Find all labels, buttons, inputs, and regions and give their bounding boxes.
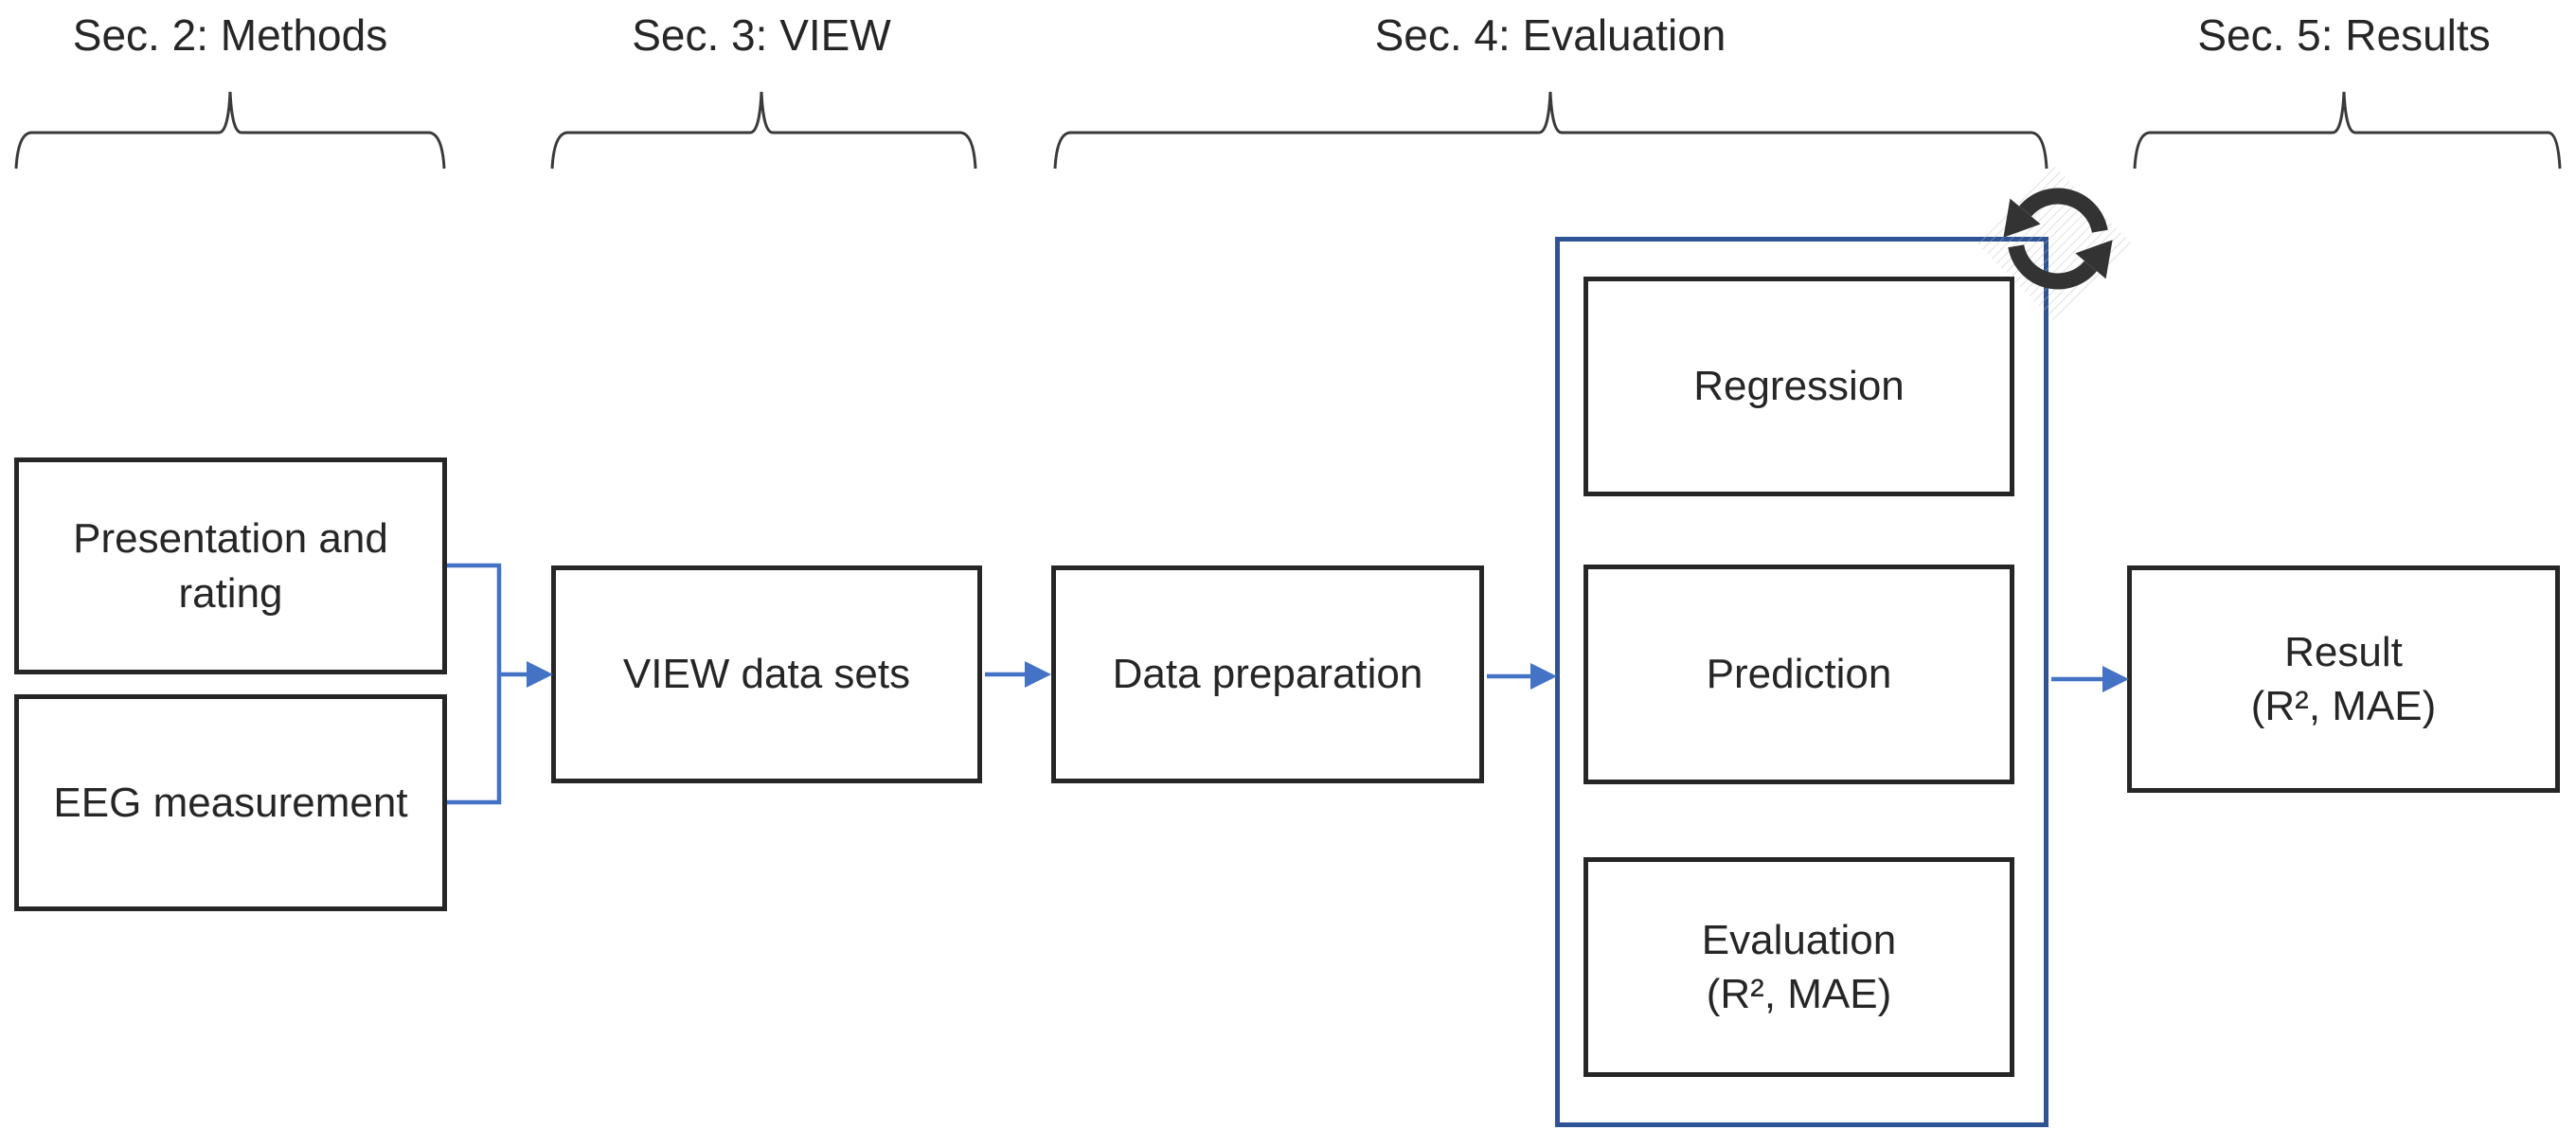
- arrow-to-data-preparation: [985, 661, 1051, 688]
- box-label: Data preparation: [1112, 651, 1423, 698]
- box-label: Regression: [1693, 363, 1905, 410]
- box-regression: Regression: [1583, 277, 2014, 496]
- brace-evaluation: [1053, 91, 2048, 170]
- box-label: Result: [2284, 628, 2403, 675]
- brace-methods: [14, 91, 446, 170]
- box-sublabel: (R², MAE): [2250, 683, 2437, 729]
- box-result: Result (R², MAE): [2127, 565, 2560, 793]
- box-eeg-measurement: EEG measurement: [14, 694, 447, 911]
- box-presentation-and-rating: Presentation and rating: [14, 457, 447, 674]
- box-evaluation: Evaluation (R², MAE): [1583, 857, 2014, 1077]
- section-label-view: Sec. 3: VIEW: [632, 10, 891, 60]
- arrow-to-view-data-sets: [499, 661, 553, 688]
- box-label: Prediction: [1706, 651, 1892, 698]
- section-label-methods: Sec. 2: Methods: [72, 10, 388, 60]
- box-label: EEG measurement: [53, 779, 408, 826]
- arrow-to-result: [2051, 666, 2129, 692]
- box-data-preparation: Data preparation: [1051, 565, 1484, 783]
- box-label: Evaluation: [1701, 916, 1897, 963]
- box-label: VIEW data sets: [622, 651, 911, 698]
- box-sublabel: (R², MAE): [1706, 971, 1892, 1017]
- evaluation-loop-group: [1555, 237, 2048, 1127]
- section-label-results: Sec. 5: Results: [2197, 10, 2491, 60]
- arrow-to-evaluation-loop: [1487, 663, 1557, 690]
- section-label-evaluation: Sec. 4: Evaluation: [1374, 10, 1726, 60]
- box-prediction: Prediction: [1583, 565, 2014, 784]
- box-view-data-sets: VIEW data sets: [551, 565, 982, 783]
- box-label: Presentation and rating: [73, 515, 388, 617]
- brace-results: [2133, 91, 2562, 170]
- brace-view: [550, 91, 977, 170]
- merge-connector: [447, 563, 502, 805]
